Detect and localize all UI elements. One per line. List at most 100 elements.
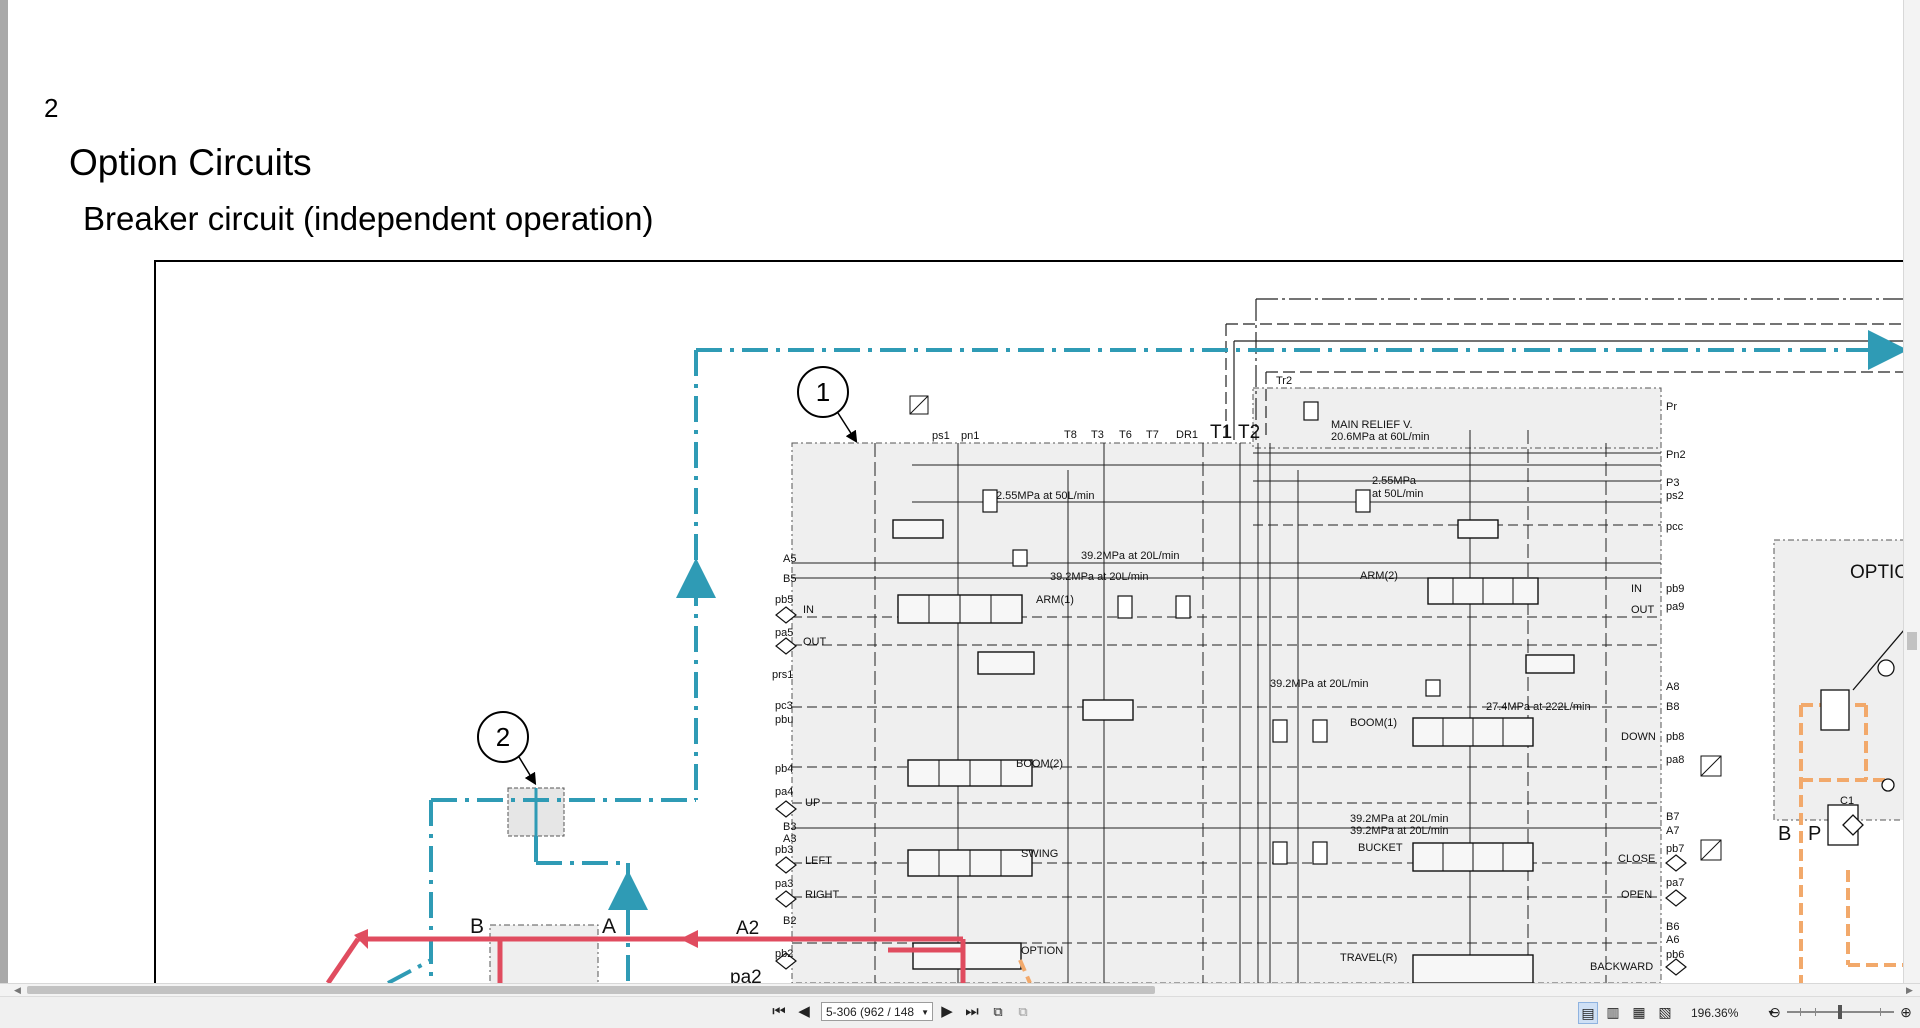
label-pb8: pb8 [1666, 731, 1684, 743]
label-swing: SWING [1021, 848, 1058, 860]
label-pbu: pbu [775, 714, 793, 726]
facing-continuous-icon[interactable]: ▧ [1658, 1004, 1672, 1020]
label-pr: Pr [1666, 401, 1677, 413]
label-pb3: pb3 [775, 844, 793, 856]
label-dr1: DR1 [1176, 429, 1198, 441]
label-p-box: P [1808, 823, 1821, 845]
label-t7: T7 [1146, 429, 1159, 441]
label-t3: T3 [1091, 429, 1104, 441]
zoom-out-icon[interactable]: ⊖ [1769, 1004, 1781, 1020]
label-t6: T6 [1119, 429, 1132, 441]
label-pa2: pa2 [730, 967, 762, 983]
label-option: OPTION [1021, 945, 1063, 957]
label-ps2: ps2 [1666, 490, 1684, 502]
label-a6: A6 [1666, 934, 1679, 946]
label-t2: T2 [1238, 422, 1260, 443]
label-boom1: BOOM(1) [1350, 717, 1397, 729]
first-page-icon[interactable]: ⏮ [772, 1003, 786, 1020]
last-page-icon[interactable]: ⏭ [965, 1003, 979, 1020]
label-pb6: pb6 [1666, 949, 1684, 961]
label-pa8: pa8 [1666, 754, 1684, 766]
vertical-scrollbar-thumb[interactable] [1907, 632, 1917, 650]
option-pressure-switch [1820, 629, 1904, 846]
relief-valves [982, 401, 1441, 865]
label-b-valve: B [470, 915, 484, 938]
label-t1: T1 [1210, 422, 1232, 443]
single-page-icon[interactable]: ▤ [1578, 1002, 1598, 1024]
horizontal-scrollbar[interactable]: ◀ ▶ [0, 983, 1920, 996]
continuous-icon[interactable]: ▥ [1606, 1004, 1620, 1020]
spool-valves [892, 519, 1575, 983]
facing-icon[interactable]: ▦ [1632, 1004, 1646, 1020]
label-arm2: ARM(2) [1360, 570, 1398, 582]
label-main-relief: MAIN RELIEF V. [1331, 419, 1413, 431]
orange-drain-line [1018, 703, 1904, 983]
label-a5: A5 [783, 553, 796, 565]
label-pb9: pb9 [1666, 583, 1684, 595]
red-pressure-line [325, 936, 966, 983]
label-a-valve: A [602, 915, 616, 938]
label-p3: P3 [1666, 477, 1679, 489]
label-pa9: pa9 [1666, 601, 1684, 613]
fit-width-icon[interactable]: ⧉ [1018, 1004, 1028, 1019]
fit-page-icon[interactable]: ⧉ [993, 1004, 1003, 1019]
label-t8: T8 [1064, 429, 1077, 441]
page-number-field[interactable]: 5-306 (962 / 148 ▼ [821, 1002, 933, 1021]
zoom-dropdown-icon[interactable]: ▾ [1768, 1008, 1774, 1019]
vertical-scrollbar[interactable] [1903, 0, 1920, 983]
pilot-lines-top [1225, 298, 1904, 440]
schematic-frame [154, 260, 1904, 983]
label-right: RIGHT [805, 889, 840, 901]
callout-2 [477, 711, 537, 786]
label-pb2: pb2 [775, 948, 793, 960]
label-pb7: pb7 [1666, 843, 1684, 855]
label-main-relief-spec: 20.6MPa at 60L/min [1331, 431, 1429, 443]
next-page-icon[interactable]: ▶ [941, 1003, 953, 1020]
ports-right [1665, 854, 1687, 976]
label-open: OPEN [1621, 889, 1652, 901]
prev-page-icon[interactable]: ◀ [798, 1003, 810, 1020]
label-relief-392-a: 39.2MPa at 20L/min [1081, 550, 1179, 562]
scroll-left-icon[interactable]: ◀ [14, 985, 21, 995]
zoom-slider-thumb[interactable] [1838, 1005, 1842, 1019]
zoom-in-icon[interactable]: ⊕ [1900, 1004, 1912, 1020]
label-relief-274: 27.4MPa at 222L/min [1486, 701, 1591, 713]
label-ps1: ps1 [932, 430, 950, 442]
label-relief-392-e: 39.2MPa at 20L/min [1350, 825, 1448, 837]
label-pa3: pa3 [775, 878, 793, 890]
label-pa4: pa4 [775, 786, 793, 798]
horizontal-scrollbar-thumb[interactable] [27, 986, 1155, 994]
callout-1 [797, 366, 858, 444]
label-travel-r: TRAVEL(R) [1340, 952, 1397, 964]
callout-2-label: 2 [496, 722, 510, 752]
zoom-level[interactable]: 196.36% [1691, 1006, 1739, 1020]
label-out-right: OUT [1631, 604, 1655, 616]
option-valve-box [1773, 539, 1904, 821]
label-b8: B8 [1666, 701, 1679, 713]
label-relief-392-c: 39.2MPa at 20L/min [1270, 678, 1368, 690]
scroll-right-icon[interactable]: ▶ [1906, 985, 1913, 995]
label-up: UP [805, 797, 820, 809]
label-in: IN [803, 604, 814, 616]
label-out: OUT [803, 636, 827, 648]
hydraulic-schematic: 1 2 [154, 260, 1904, 983]
label-a8: A8 [1666, 681, 1679, 693]
label-arm1: ARM(1) [1036, 594, 1074, 606]
label-pb5: pb5 [775, 594, 793, 606]
label-pa7: pa7 [1666, 877, 1684, 889]
section-title: Option Circuits [69, 142, 312, 183]
label-bucket: BUCKET [1358, 842, 1403, 854]
valve-internal-lines [792, 430, 1661, 983]
label-backward: BACKWARD [1590, 961, 1653, 973]
document-viewer[interactable]: 2 Option Circuits Breaker circuit (indep… [0, 0, 1920, 983]
label-b-box: B [1778, 823, 1791, 845]
label-down: DOWN [1621, 731, 1656, 743]
label-b5: B5 [783, 573, 796, 585]
label-left: LEFT [805, 855, 832, 867]
label-c1: C1 [1840, 795, 1854, 807]
label-boom2: BOOM(2) [1016, 758, 1063, 770]
label-b6: B6 [1666, 921, 1679, 933]
label-b3: B3 [783, 821, 796, 833]
chevron-down-icon[interactable]: ▼ [921, 1008, 929, 1017]
label-pb4: pb4 [775, 763, 793, 775]
